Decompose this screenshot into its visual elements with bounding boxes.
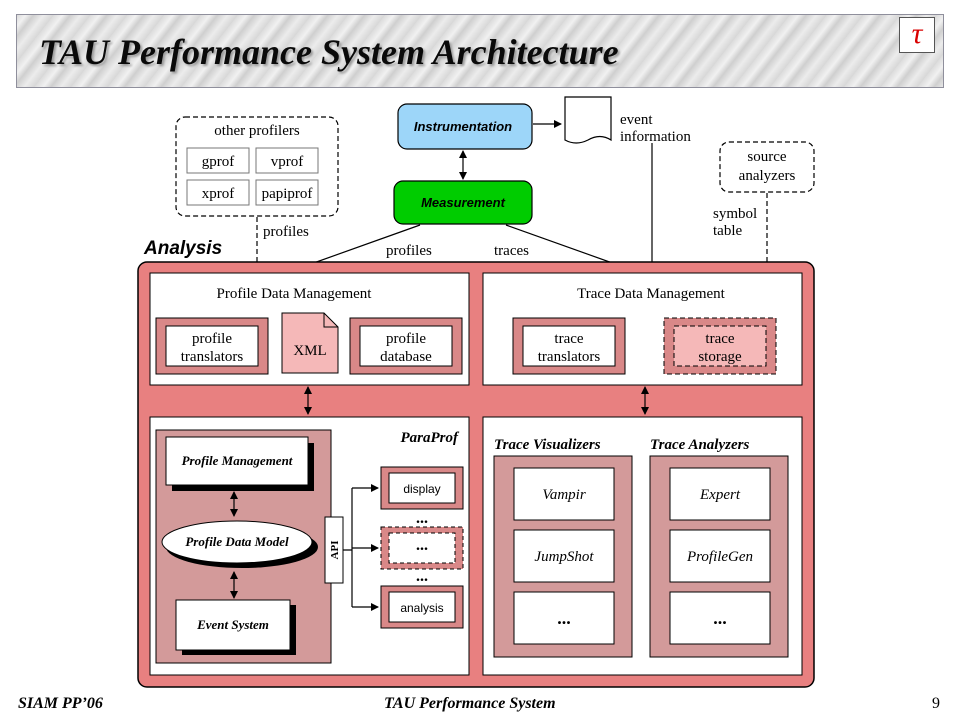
- jumpshot-box: [513, 529, 615, 583]
- other-profilers-box: [175, 116, 339, 217]
- event-system-label: Event System: [196, 617, 269, 632]
- vampir-box: [513, 467, 615, 521]
- xml-fold-icon: [323, 313, 338, 328]
- visualizers-ellipsis-box: [513, 591, 615, 645]
- slide-title: TAU Performance System Architecture: [39, 32, 619, 72]
- profile-translators-line1: profile: [192, 331, 232, 347]
- profile-translators-line2: translators: [181, 349, 244, 365]
- analyzers-ellipsis-box: [669, 591, 771, 645]
- source-analyzers-line2: analyzers: [739, 168, 796, 184]
- analysis-face: [388, 591, 456, 623]
- measurement-box: [393, 180, 533, 225]
- xml-document-icon: [281, 312, 339, 374]
- trace-storage-face: [673, 325, 767, 367]
- trace-translators-face: [522, 325, 616, 367]
- event-system-box: [175, 599, 291, 651]
- profiles-left-label: profiles: [263, 224, 309, 240]
- vampir-label: Vampir: [542, 487, 586, 503]
- analysis-module-label: analysis: [400, 601, 443, 615]
- event-document-icon: [564, 96, 612, 144]
- trace-translators-line2: translators: [538, 349, 601, 365]
- measurement-label: Measurement: [421, 195, 505, 210]
- paraprof-ellipsis-3: ...: [416, 568, 428, 585]
- display-label: display: [403, 482, 440, 496]
- other-profilers-title: other profilers: [214, 123, 300, 139]
- paraprof-title: ParaProf: [401, 430, 461, 446]
- page-number: 9: [932, 695, 940, 712]
- display-face: [388, 472, 456, 504]
- event-info-line1: event: [620, 112, 653, 128]
- expert-label: Expert: [699, 487, 741, 503]
- source-analyzers-box: [719, 141, 815, 193]
- xprof-box: [186, 179, 250, 206]
- event-info-line2: information: [620, 129, 691, 145]
- profile-management-label: Profile Management: [182, 453, 293, 468]
- api-label: API: [329, 541, 341, 560]
- profile-data-management-title: Profile Data Management: [217, 286, 373, 302]
- profile-management-box: [165, 436, 309, 486]
- ellipsis-face: [388, 532, 456, 564]
- vprof-label: vprof: [271, 154, 304, 170]
- xml-label: XML: [293, 343, 326, 359]
- profile-database-line1: profile: [386, 331, 426, 347]
- profile-data-model-ellipse: [161, 520, 313, 564]
- visualizers-ellipsis-label: ...: [557, 608, 571, 628]
- profile-database-line2: database: [380, 349, 432, 365]
- paraprof-ellipsis-2: ...: [416, 537, 428, 554]
- paraprof-ellipsis-1: ...: [416, 510, 428, 527]
- trace-analyzers-title: Trace Analyzers: [650, 437, 749, 453]
- trace-storage-line1: trace: [705, 331, 734, 347]
- gprof-box: [186, 147, 250, 174]
- vprof-box: [255, 147, 319, 174]
- analysis-label: Analysis: [143, 238, 222, 259]
- profiles-mid-label: profiles: [386, 243, 432, 259]
- traces-label: traces: [494, 243, 529, 259]
- instrumentation-box: [397, 103, 533, 150]
- symbol-table-line2: table: [713, 223, 742, 239]
- papiprof-box: [255, 179, 319, 206]
- profile-translators-face: [165, 325, 259, 367]
- profilegen-box: [669, 529, 771, 583]
- symbol-table-line1: symbol: [713, 206, 757, 222]
- xprof-label: xprof: [202, 186, 235, 202]
- profile-data-model-label: Profile Data Model: [185, 534, 289, 549]
- jumpshot-label: JumpShot: [534, 549, 594, 565]
- instrumentation-label: Instrumentation: [414, 119, 512, 134]
- title-bar: TAU Performance System Architecture τ: [16, 14, 944, 88]
- trace-storage-line2: storage: [698, 349, 742, 365]
- footer-center: TAU Performance System: [384, 695, 556, 712]
- footer-left: SIAM PP’06: [18, 695, 103, 712]
- source-analyzers-line1: source: [747, 149, 786, 165]
- profile-database-face: [359, 325, 453, 367]
- trace-translators-line1: trace: [554, 331, 583, 347]
- trace-visualizers-title: Trace Visualizers: [494, 437, 601, 453]
- expert-box: [669, 467, 771, 521]
- analyzers-ellipsis-label: ...: [713, 608, 727, 628]
- tau-logo-icon: τ: [899, 17, 935, 53]
- profilegen-label: ProfileGen: [686, 549, 753, 565]
- papiprof-label: papiprof: [262, 186, 313, 202]
- gprof-label: gprof: [202, 154, 235, 170]
- trace-data-management-title: Trace Data Management: [577, 286, 726, 302]
